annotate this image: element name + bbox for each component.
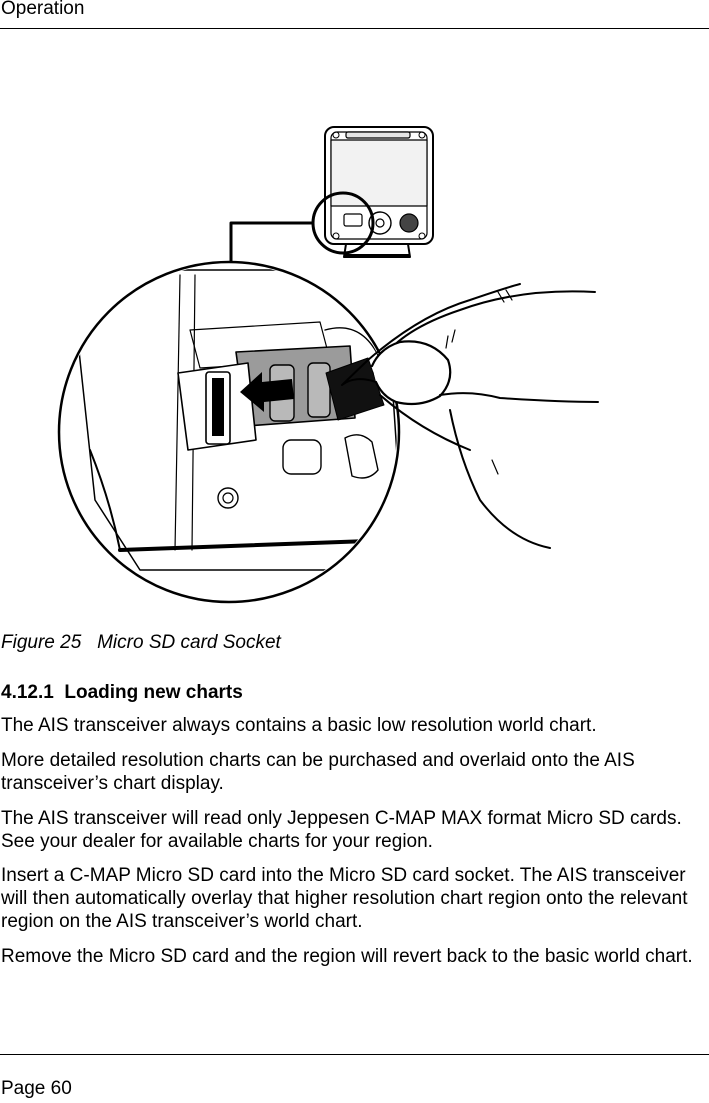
- device-icon: [311, 126, 434, 258]
- paragraph: Insert a C-MAP Micro SD card into the Mi…: [1, 865, 688, 932]
- paragraph: Remove the Micro SD card and the region …: [1, 946, 693, 967]
- page-label: Page: [1, 1078, 46, 1099]
- figure-illustration: [0, 30, 709, 620]
- micro-sd-card-socket-illustration: [57, 126, 599, 604]
- paragraph: The AIS transceiver will read only Jeppe…: [1, 808, 682, 852]
- paragraph: The AIS transceiver always contains a ba…: [1, 715, 597, 736]
- page-number: 60: [50, 1078, 72, 1099]
- paragraph: More detailed resolution charts can be p…: [1, 750, 635, 794]
- header-title: Operation: [1, 0, 85, 19]
- page-header: Operation: [0, 0, 709, 28]
- section-heading: 4.12.1 Loading new charts: [1, 682, 243, 703]
- page-footer: Page 60: [1, 1078, 72, 1100]
- header-rule: [0, 28, 709, 29]
- footer-rule: [0, 1054, 709, 1055]
- figure-caption: Figure 25 Micro SD card Socket: [1, 632, 281, 653]
